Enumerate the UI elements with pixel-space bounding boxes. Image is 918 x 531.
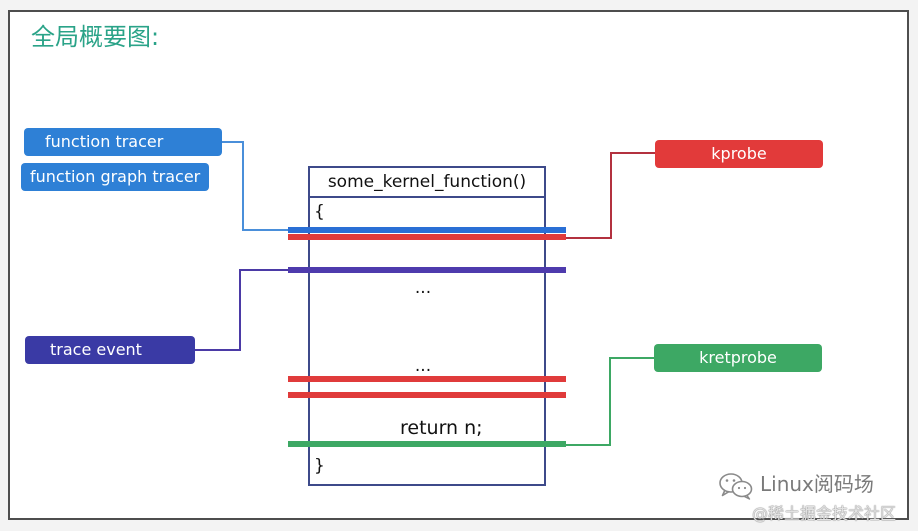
function-return-statement: return n;	[400, 417, 483, 439]
kretprobe-hook-bar	[288, 441, 566, 447]
function-close-brace: }	[314, 456, 325, 476]
function-tracer-box: function tracer	[24, 128, 222, 156]
kretprobe-connector	[566, 357, 654, 446]
red-hook-bar-mid-1	[288, 376, 566, 382]
kprobe-hook-bar	[288, 234, 566, 240]
kprobe-connector	[566, 152, 655, 239]
function-open-brace: {	[314, 202, 325, 222]
watermark-site: @稀土掘金技术社区	[752, 504, 897, 523]
kernel-function-box: some_kernel_function() { ... ... return …	[308, 166, 546, 486]
kprobe-box: kprobe	[655, 140, 823, 168]
trace-event-box: trace event	[25, 336, 195, 364]
diagram-title: 全局概要图:	[31, 23, 160, 51]
red-hook-bar-mid-2	[288, 392, 566, 398]
function-body-ellipsis-1: ...	[414, 278, 432, 298]
trace-event-connector	[195, 269, 288, 351]
function-body-ellipsis-2: ...	[414, 356, 432, 376]
function-tracer-connector	[222, 141, 288, 231]
wechat-icon	[719, 473, 753, 500]
trace-event-hook-bar	[288, 267, 566, 273]
watermark-brand: Linux阅码场	[760, 472, 874, 496]
kernel-function-signature: some_kernel_function()	[310, 168, 544, 198]
function-graph-tracer-box: function graph tracer	[21, 163, 209, 191]
kretprobe-box: kretprobe	[654, 344, 822, 372]
function-tracer-hook-bar	[288, 227, 566, 233]
